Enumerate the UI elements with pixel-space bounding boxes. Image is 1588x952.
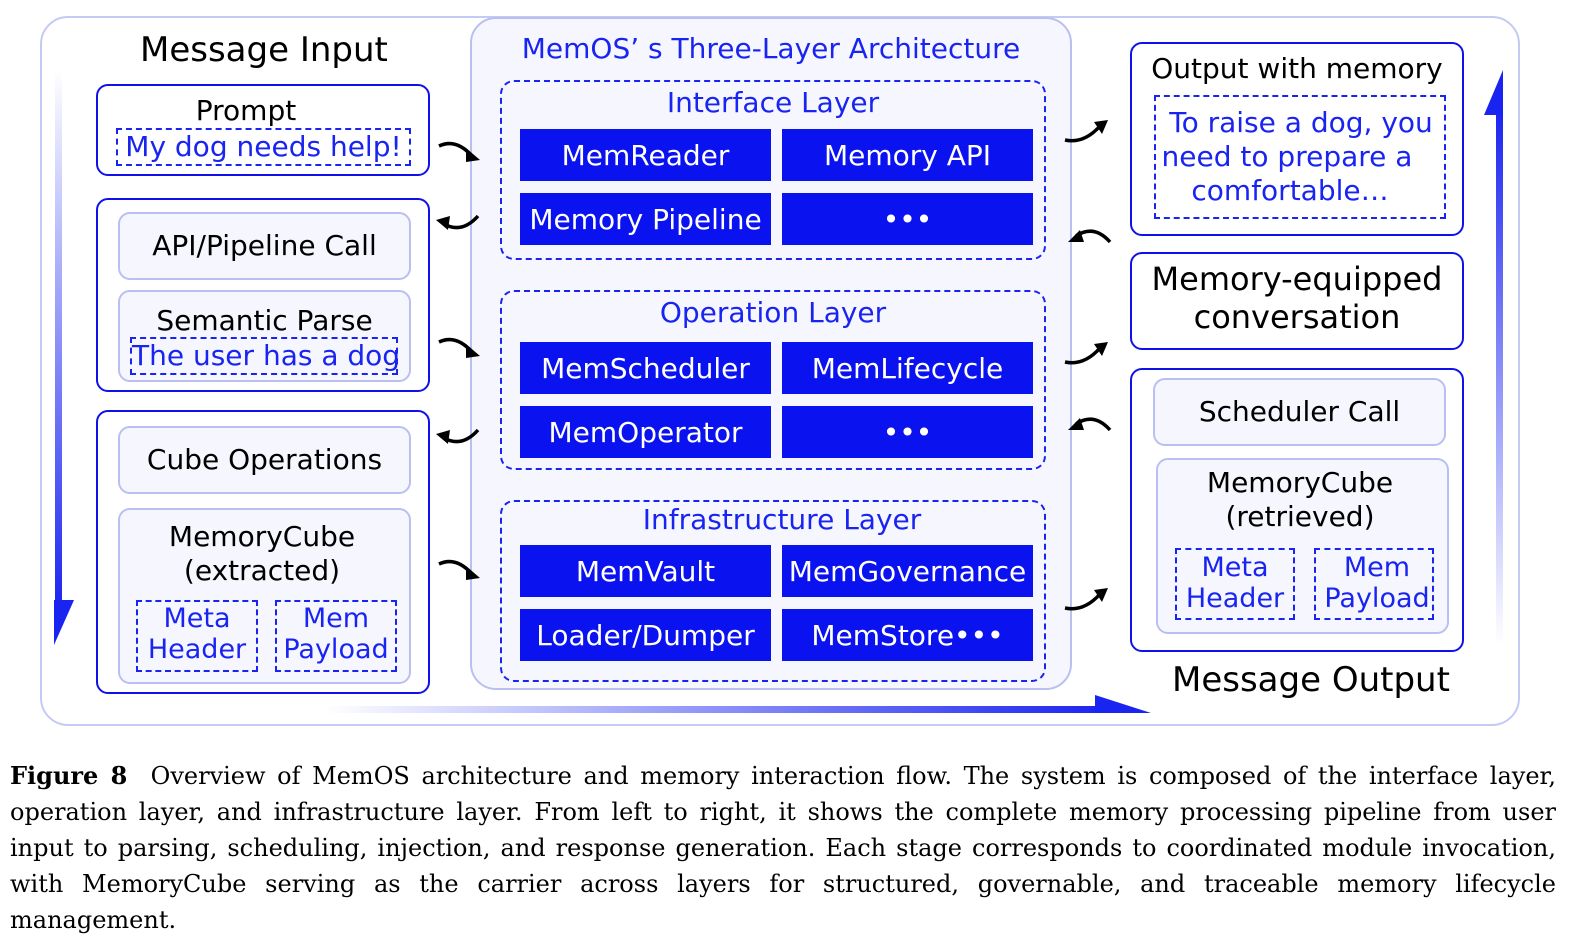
curved-arrow-prompt-in [438, 141, 480, 162]
flow-down-arrow [54, 70, 74, 645]
flow-right-arrow [325, 695, 1151, 713]
semantic-parse-box [118, 290, 411, 382]
conversation-line1: Memory-equipped [1151, 260, 1443, 298]
curved-arrow-parse-out [436, 214, 480, 230]
message-output-heading: Message Output [1172, 660, 1450, 700]
memorycube-title: MemoryCube [168, 520, 356, 553]
interface-layer [500, 80, 1046, 260]
output-title: Output with memory [1151, 52, 1443, 85]
mem-payload-right-line1: Mem [1343, 552, 1411, 583]
figure-label: Figure 8 [10, 761, 128, 790]
figure-caption-text: Overview of MemOS architecture and memor… [10, 762, 1556, 934]
interface-layer-title: Interface Layer [666, 86, 880, 119]
api-call-box: API/Pipeline Call [118, 212, 411, 280]
module-memscheduler: MemScheduler [520, 342, 771, 394]
module-memoperator: MemOperator [520, 406, 771, 458]
curved-arrow-conv-out [1064, 342, 1108, 365]
module-memgovernance: MemGovernance [782, 545, 1033, 597]
architecture-title: MemOS’ s Three-Layer Architecture [521, 32, 1021, 65]
curved-arrow-sched-back [1068, 417, 1112, 432]
prompt-card [96, 84, 430, 176]
module-memstore: MemStore••• [782, 609, 1033, 661]
curved-arrow-cube-right-out [1064, 588, 1108, 611]
scheduler-call-box: Scheduler Call [1153, 378, 1446, 446]
meta-header-right-line1: Meta [1201, 552, 1269, 583]
prompt-title: Prompt [195, 94, 297, 127]
curved-arrow-cube-in [438, 559, 480, 580]
mem-payload-right-box [1314, 548, 1434, 620]
curved-arrow-output-out [1064, 120, 1108, 143]
module-more-operation: ••• [782, 406, 1033, 458]
module-loader-dumper: Loader/Dumper [520, 609, 771, 661]
output-text-line1: To raise a dog, you [1169, 106, 1433, 139]
infrastructure-layer-title: Infrastructure Layer [642, 503, 922, 536]
mem-payload-box [275, 600, 397, 672]
meta-header-right-line2: Header [1185, 583, 1285, 614]
module-memory-pipeline: Memory Pipeline [520, 193, 771, 245]
output-text-box [1154, 95, 1446, 219]
memorycube-subtitle: (extracted) [183, 554, 341, 587]
curved-arrow-output-back [1068, 229, 1112, 244]
flow-up-arrow [1484, 70, 1503, 645]
memorycube-retrieved [1156, 458, 1449, 634]
memorycube-extracted [118, 508, 411, 684]
cube-operations-box: Cube Operations [118, 426, 411, 494]
operation-layer-title: Operation Layer [659, 296, 887, 329]
mem-payload-line1: Mem [302, 603, 370, 634]
output-card [1130, 42, 1464, 236]
memorycube-right-title: MemoryCube [1206, 466, 1394, 499]
semantic-parse-title: Semantic Parse [156, 304, 373, 337]
module-more-interface: ••• [782, 193, 1033, 245]
figure-caption: Figure 8 Overview of MemOS architecture … [10, 758, 1556, 938]
curved-arrow-parse-in [438, 337, 480, 358]
output-text-line3: comfortable… [1191, 174, 1389, 207]
meta-header-line1: Meta [163, 603, 231, 634]
mem-payload-right-line2: Payload [1324, 583, 1430, 614]
meta-header-box [136, 600, 258, 672]
infrastructure-layer [500, 500, 1046, 682]
operation-layer [500, 290, 1046, 470]
module-memlifecycle: MemLifecycle [782, 342, 1033, 394]
module-memreader: MemReader [520, 129, 771, 181]
semantic-parse-text: The user has a dog [130, 337, 400, 375]
module-memory-api: Memory API [782, 129, 1033, 181]
output-text-line2: need to prepare a [1161, 140, 1413, 173]
conversation-line2: conversation [1193, 298, 1401, 336]
prompt-text: My dog needs help! [116, 128, 411, 166]
conversation-card [1130, 252, 1464, 350]
curved-arrow-cube-out [436, 428, 480, 444]
memorycube-right-subtitle: (retrieved) [1225, 500, 1375, 533]
meta-header-line2: Header [147, 634, 247, 665]
module-memvault: MemVault [520, 545, 771, 597]
meta-header-right-box [1175, 548, 1295, 620]
mem-payload-line2: Payload [283, 634, 389, 665]
message-input-heading: Message Input [140, 30, 388, 70]
